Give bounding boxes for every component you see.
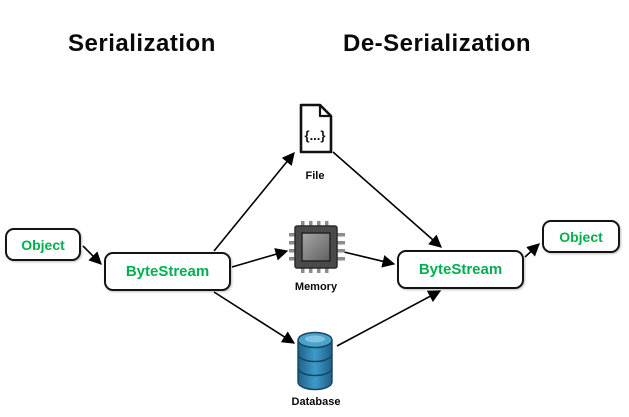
bytestream-node-right: ByteStream [397,250,524,289]
database-icon [297,331,333,391]
memory-label: Memory [294,281,338,293]
memory-icon [289,221,345,273]
file-icon-text: {...} [305,128,326,143]
arrow-memory-to-bytestream [343,251,396,268]
file-icon: {...} [299,103,333,154]
arrow-file-to-bytestream [332,151,442,248]
database-label: Database [291,396,341,408]
deserialization-title: De-Serialization [343,30,532,57]
serialization-title: Serialization [68,30,216,57]
arrow-bytestream-to-file [213,152,295,252]
object-node-right: Object [542,220,620,253]
arrow-bytestream-to-memory [231,248,289,268]
object-node-left: Object [5,228,81,261]
arrow-bytestream-to-database [213,291,296,344]
arrow-object-to-bytestream [82,245,102,265]
file-label: File [305,170,325,182]
arrow-database-to-bytestream [336,290,442,347]
bytestream-node-left: ByteStream [104,252,231,291]
arrow-group [82,151,540,347]
arrow-bytestream-to-object [524,243,540,258]
